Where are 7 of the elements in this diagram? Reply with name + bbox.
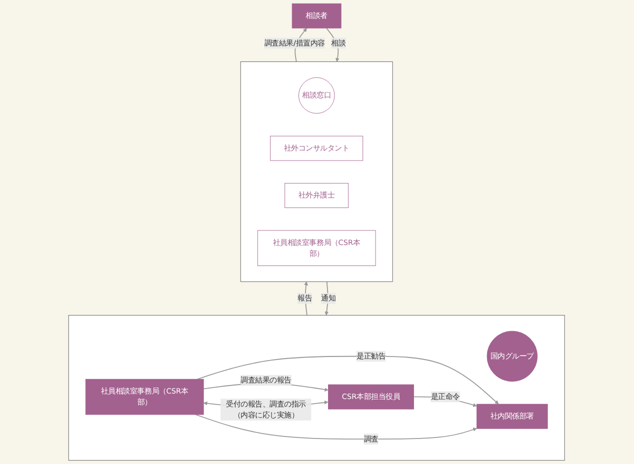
arrow bbox=[326, 28, 340, 62]
arrow bbox=[304, 281, 308, 316]
cluster bbox=[240, 61, 394, 282]
arrow bbox=[325, 281, 330, 316]
arrow bbox=[195, 414, 478, 440]
arrow bbox=[197, 356, 500, 404]
cluster bbox=[68, 315, 566, 461]
